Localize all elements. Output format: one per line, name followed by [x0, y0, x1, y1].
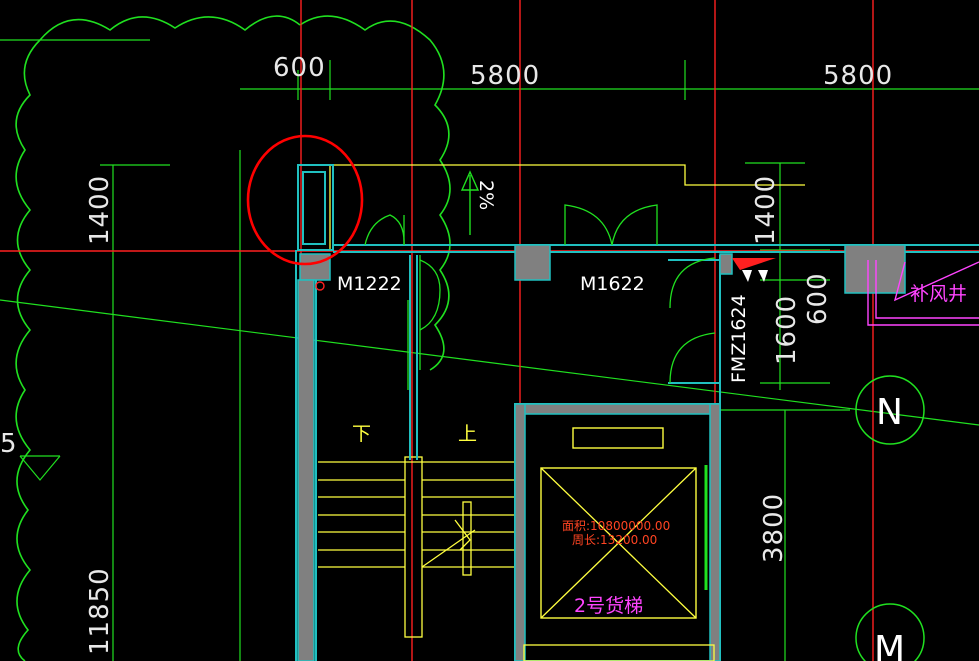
room-name: 2号货梯	[574, 595, 643, 617]
door-label-m1222: M1222	[337, 273, 402, 295]
slope-label: 2%	[475, 180, 497, 210]
grid-bubble-m[interactable]: M	[855, 603, 925, 661]
dim-top-right: 5800	[823, 61, 893, 91]
dim-right-door-a: 600	[803, 272, 833, 325]
door-label-fmz1624: FMZ1624	[728, 294, 750, 383]
grid-bubble-n-label: N	[876, 392, 903, 433]
dim-right-lower: 3800	[759, 493, 789, 563]
column-fills	[297, 244, 906, 661]
tree-canopy-outline	[15, 15, 451, 661]
dim-top-left: 600	[273, 53, 326, 83]
stair-and-outline	[318, 164, 805, 638]
grid-bubble-m-label: M	[874, 629, 905, 661]
stair-up-label: 上	[458, 423, 477, 445]
dim-right-door-b: 1600	[772, 295, 802, 365]
grid-bubble-n[interactable]: N	[855, 375, 925, 445]
elevator-shaft	[523, 427, 715, 661]
door-label-m1622: M1622	[580, 273, 645, 295]
door-swings	[364, 204, 716, 390]
dimension-lines	[0, 39, 979, 661]
stair-down-label: 下	[352, 423, 371, 445]
dim-top-mid: 5800	[470, 61, 540, 91]
room-area: 面积:10800000.00	[562, 519, 670, 533]
dim-right-upper: 1400	[751, 175, 781, 245]
dim-left-lower: 11850	[85, 567, 115, 655]
slope-arrow-icon	[460, 170, 480, 235]
shaft-boundary	[867, 260, 979, 326]
section-marker-icon	[315, 258, 776, 291]
highlight-circle-icon	[246, 134, 364, 266]
dim-left-upper: 1400	[85, 175, 115, 245]
room-perimeter: 周长:13200.00	[572, 533, 657, 547]
dim-left-partial: 5	[0, 429, 18, 459]
shaft-label: 补风井	[910, 283, 967, 305]
